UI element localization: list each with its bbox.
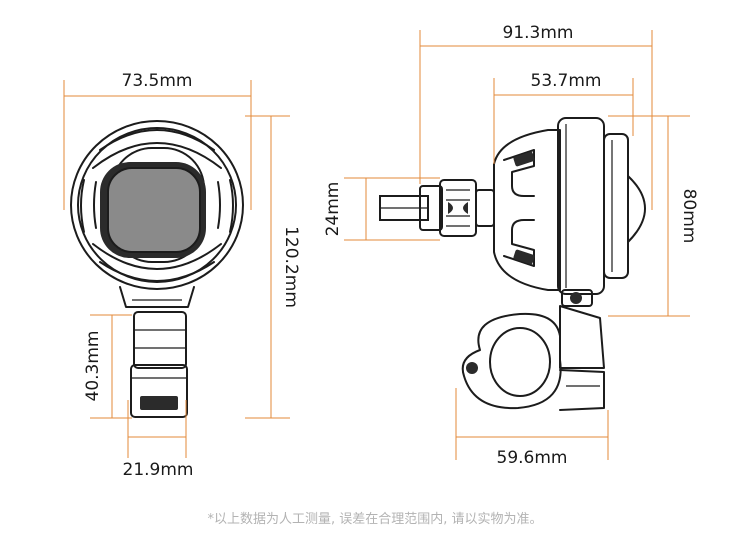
side-length-label: 91.3mm <box>503 23 574 43</box>
mount-height-label: 40.3mm <box>83 331 103 402</box>
front-dimensions <box>63 80 290 458</box>
side-view <box>379 117 646 411</box>
clamp-width-label: 59.6mm <box>497 448 568 468</box>
side-dimensions <box>344 30 690 460</box>
side-height-label: 80mm <box>679 189 699 244</box>
mount-width-label: 21.9mm <box>123 460 194 480</box>
body-length-label: 53.7mm <box>531 71 602 91</box>
front-width-label: 73.5mm <box>122 71 193 91</box>
plug-height-label: 24mm <box>323 182 343 237</box>
front-view <box>70 120 244 418</box>
front-height-label: 120.2mm <box>281 226 301 308</box>
measurement-disclaimer: *以上数据为人工测量, 误差在合理范围内, 请以实物为准。 <box>207 512 543 527</box>
